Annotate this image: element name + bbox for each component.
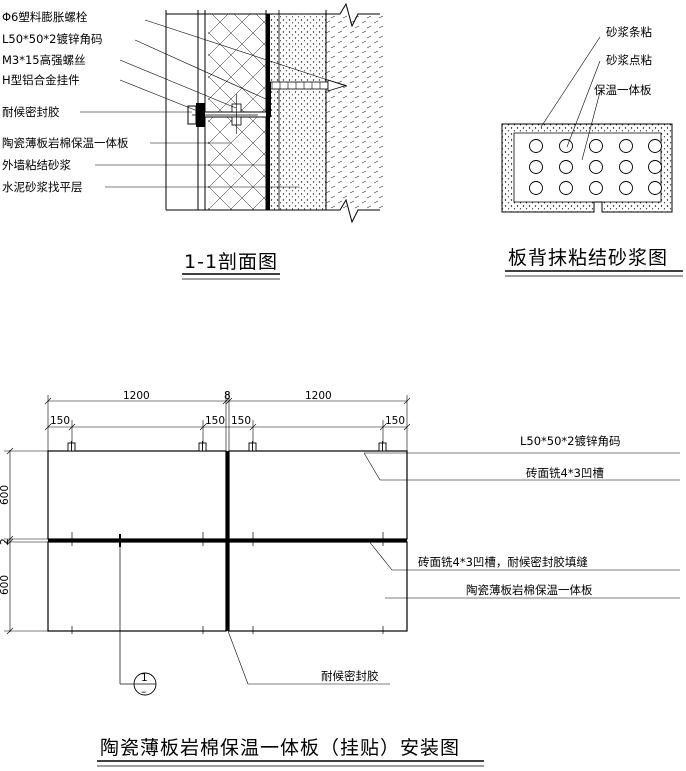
elevation-title: 陶瓷薄板岩棉保温一体板（挂贴）安装图 [100,737,460,759]
wall-layer [326,14,386,210]
mortar-dot [648,139,662,153]
dim-height-top: 600 [0,485,11,505]
mortar-layer [270,14,279,210]
label-elev-panel: 陶瓷薄板岩棉保温一体板 [466,583,593,597]
bracket-markers [67,441,387,452]
section-callout: 1 – [119,542,157,698]
panel-top-left [47,450,227,540]
mortar-dot [589,181,603,195]
label-elev-groove: 砖面铣4*3凹槽 [526,466,604,480]
panel-bottom-left [47,541,227,632]
section-leaders [80,19,347,188]
leveling-layer [279,14,326,210]
mortar-dot [589,160,603,174]
mortar-dot [648,160,662,174]
mortar-dot [529,160,543,174]
label-panel: 保温一体板 [594,83,652,97]
label-strip-bond: 砂浆条粘 [606,25,652,39]
dim-width-left: 1200 [123,390,150,402]
elevation-leaders [227,452,680,685]
label-angle-bracket: L50*50*2镀锌角码 [2,32,103,46]
back-title: 板背抹粘结砂浆图 [508,247,668,269]
mortar-dot [619,139,633,153]
mortar-dot [559,181,573,195]
mortar-dot [619,160,633,174]
mortar-dot [648,181,662,195]
callout-number: 1 [141,672,148,684]
mortar-dot [529,181,543,195]
expansion-bolt [267,79,348,92]
label-bonding-mortar: 外墙粘结砂浆 [2,158,71,172]
mortar-strip [501,123,673,213]
angle-bracket [187,82,271,134]
back-mortar-drawing: 砂浆条粘 砂浆点粘 保温一体板 板背抹粘结砂浆图 [501,25,683,277]
mortar-dot [529,139,543,153]
break-line-top [326,2,380,28]
label-h-clip: H型铝合金挂件 [2,73,80,87]
label-screw: M3*15高强螺丝 [2,53,86,67]
panel-bottom-right [228,541,408,632]
mortar-dot [589,139,603,153]
dim-edge-4: 150 [385,415,405,427]
label-elev-bracket: L50*50*2镀锌角码 [520,434,621,448]
panel-outline [501,123,673,213]
break-line-bottom [326,198,380,224]
section-drawing: Φ6塑料膨胀螺栓 L50*50*2镀锌角码 M3*15高强螺丝 H型铝合金挂件 … [2,2,386,280]
mortar-dot [619,181,633,195]
dim-height-bottom: 600 [0,575,11,595]
callout-sheet: – [141,686,146,698]
mortar-dots [529,139,662,195]
back-leaders [540,36,601,161]
panel-top-right [228,450,408,540]
dim-edge-1: 150 [50,415,70,427]
dim-width-right: 1200 [305,390,332,402]
label-insulation-panel: 陶瓷薄板岩棉保温一体板 [2,136,129,150]
label-expansion-bolt: Φ6塑料膨胀螺栓 [2,10,88,24]
label-sealant: 耐候密封胶 [2,105,60,119]
mortar-dot [559,160,573,174]
mortar-dot [559,139,573,153]
label-leveling-layer: 水泥砂浆找平层 [2,180,83,194]
label-elev-sealant: 耐候密封胶 [321,669,379,683]
label-elev-groove-sealant: 砖面铣4*3凹槽，耐候密封胶填缝 [418,555,588,569]
dim-edge-2: 150 [205,415,225,427]
horizontal-joint [48,539,407,542]
label-dot-bond: 砂浆点粘 [606,53,652,67]
dim-edge-3: 150 [231,415,251,427]
elevation-drawing: 1200 8 1200 150 150 150 150 600 2 600 [0,390,680,767]
section-title: 1-1剖面图 [184,251,278,273]
dim-joint-height: 2 [0,538,11,545]
dim-joint-width: 8 [224,390,231,402]
